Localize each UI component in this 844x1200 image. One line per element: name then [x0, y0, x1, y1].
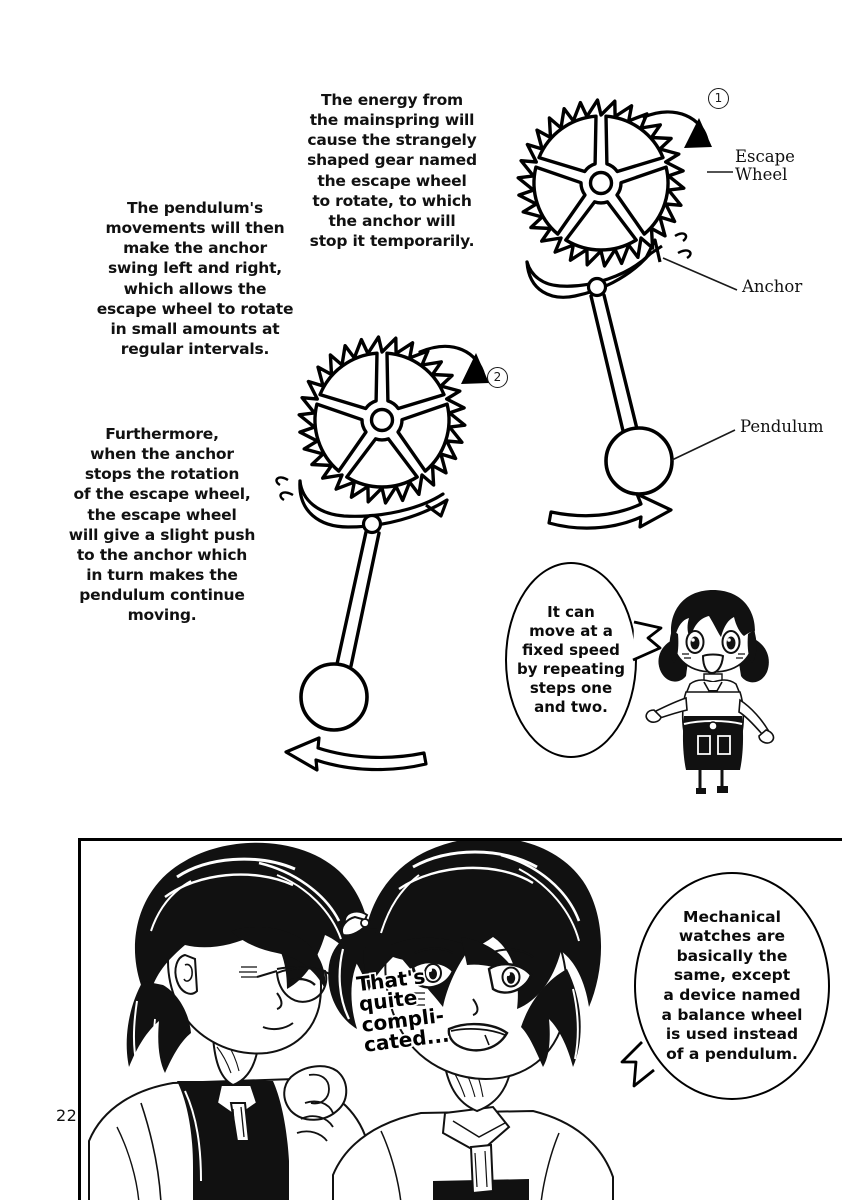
label-anchor: Anchor [742, 277, 803, 296]
escape-wheel-spoke-opening [396, 402, 451, 473]
leader-pendulum [671, 429, 736, 461]
pendulum-2 [299, 530, 381, 732]
step-number-1: 1 [708, 88, 729, 109]
escape-wheel-spoke-opening [385, 351, 446, 411]
label-escape-wheel: Escape Wheel [735, 147, 795, 185]
chibi-girl [632, 590, 775, 794]
anchor-2 [275, 476, 449, 535]
narration-pendulum: The pendulum's movements will then make … [96, 199, 294, 358]
anchor-pivot-1 [586, 276, 608, 298]
speech-bubble-mechanical: Mechanical watches are basically the sam… [634, 872, 830, 1100]
speech-bubble-chibi: It can move at a fixed speed by repeatin… [505, 562, 637, 758]
escape-wheel-spoke-opening [564, 200, 638, 252]
escape-wheel-hub-1 [588, 170, 614, 196]
narration-mainspring: The energy from the mainspring will caus… [307, 91, 477, 250]
escape-wheel-spoke-opening [313, 402, 368, 473]
glasses-girl [88, 842, 370, 1200]
page-number: 22 [56, 1106, 78, 1125]
pendulum-swing-arrow-2 [284, 736, 428, 772]
escape-wheel-spoke-opening [318, 351, 379, 411]
escape-wheel-spoke-opening [345, 437, 419, 489]
escape-wheel-1 [516, 98, 686, 268]
sfx-thats-quite-complicated: That's quite compli- cated... [353, 962, 452, 1058]
bottom-panel-art [88, 841, 614, 1200]
speech-bubble-mechanical-text: Mechanical watches are basically the sam… [661, 907, 803, 1063]
short-hair-girl [328, 841, 614, 1200]
step-number-2: 2 [487, 367, 508, 388]
leader-anchor [662, 257, 738, 291]
label-pendulum: Pendulum [740, 417, 824, 436]
escape-wheel-spoke-opening [615, 165, 670, 236]
narration-furthermore: Furthermore, when the anchor stops the r… [68, 425, 256, 625]
speech-bubble-chibi-text: It can move at a fixed speed by repeatin… [516, 603, 626, 716]
rotation-arrow-2 [418, 344, 489, 384]
escape-wheel-spoke-opening [537, 114, 598, 174]
pendulum-swing-arrow-1 [547, 492, 673, 530]
escape-wheel-spoke-opening [532, 165, 587, 236]
anchor-1 [525, 232, 692, 299]
anchor-pivot-2 [361, 513, 383, 535]
rotation-arrow-1 [642, 110, 712, 148]
escape-wheel-2 [297, 335, 467, 505]
pendulum-bob-2 [299, 662, 369, 732]
bottom-panel [78, 838, 842, 1200]
escape-wheel-spoke-opening [604, 114, 665, 174]
escape-wheel-hub-2 [369, 407, 395, 433]
